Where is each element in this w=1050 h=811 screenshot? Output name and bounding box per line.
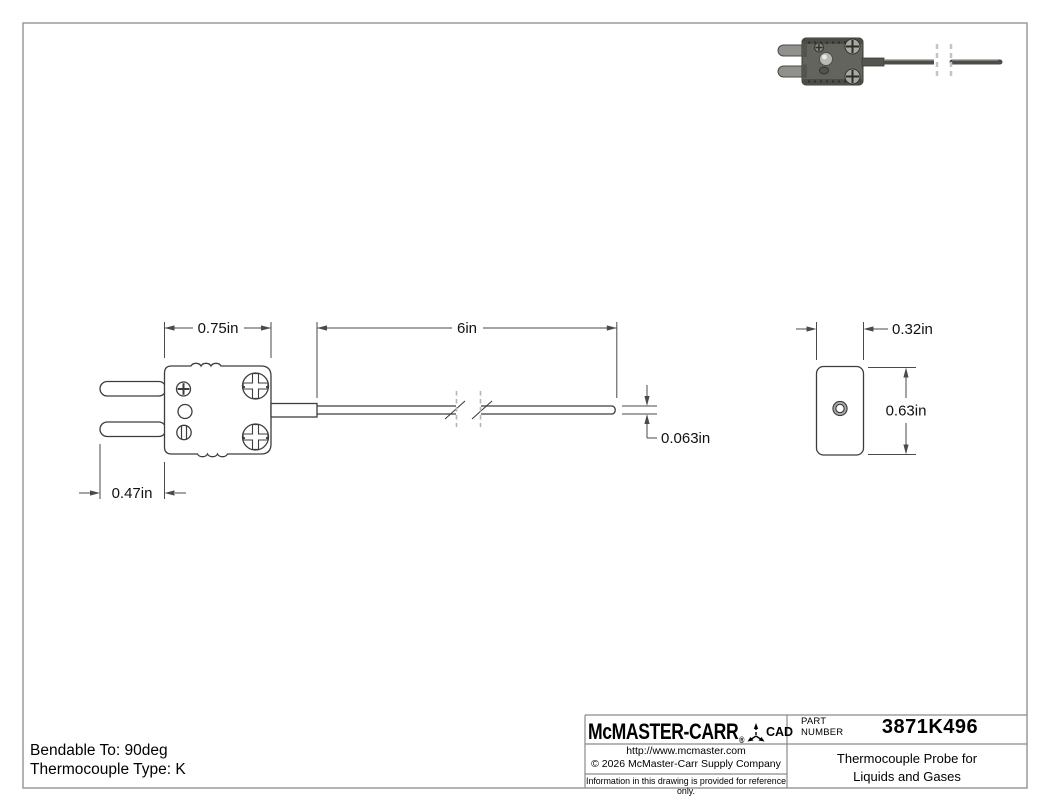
dimension-lines [79, 322, 916, 499]
break-tick-left [444, 400, 466, 420]
phillips-screw-top-cross [242, 373, 269, 399]
arrowhead [317, 325, 327, 331]
part-number: 3871K496 [881, 716, 979, 738]
front-view [99, 362, 616, 458]
cad-arrow-left [747, 737, 754, 742]
note-bendable: Bendable To: 90deg [30, 742, 168, 759]
photo-pin-notch-bottom [802, 64, 807, 78]
screw-dot [242, 385, 246, 389]
connector-pin-top [99, 380, 167, 397]
dim-end-height: 0.63in [886, 403, 927, 420]
product-photo [777, 37, 1003, 86]
cad-label: CAD [766, 725, 794, 739]
arrowhead [903, 367, 909, 378]
probe-ferrule [270, 402, 318, 418]
cad-arrow-right [758, 737, 765, 742]
dim-probe-diameter: 0.063in [661, 430, 710, 447]
dimension-labels: 0.75in 6in 0.47in 0.063in 0.32in 0.63in [112, 320, 933, 502]
registered-mark: ® [739, 735, 744, 745]
company-url: http://www.mcmaster.com [626, 745, 746, 757]
screw-dot [242, 436, 246, 440]
arrowhead [644, 414, 650, 424]
photo-center-highlight [822, 54, 827, 60]
break-tick-right [471, 400, 493, 420]
photo-pin-notch-top [802, 43, 807, 57]
dim-end-width: 0.32in [892, 321, 933, 338]
arrowhead [903, 444, 909, 455]
cad-arrow-up [753, 723, 759, 729]
arrowhead [164, 325, 175, 331]
part-number-label: PART NUMBER [801, 716, 844, 738]
screw-dot [265, 436, 269, 440]
dim-connector-width: 0.75in [198, 320, 239, 337]
description-line1: Thermocouple Probe for [836, 751, 978, 766]
arrowhead [164, 490, 175, 496]
probe-wire [317, 400, 616, 420]
page-border [22, 22, 1028, 789]
brand-logo: McMASTER-CARR® [588, 719, 744, 745]
arrowhead [90, 490, 100, 496]
dim-pin-length: 0.47in [112, 485, 153, 502]
part-label-line2: NUMBER [801, 726, 844, 738]
end-view-hole-ring [833, 402, 847, 415]
connector-pin-bottom [99, 421, 167, 438]
wire-segment-2 [481, 405, 616, 415]
arrowhead [806, 326, 817, 332]
photo-ferrule [861, 57, 885, 67]
arrowhead [644, 396, 650, 406]
cad-icon [747, 723, 765, 742]
screw-dot [265, 385, 269, 389]
arrowhead [606, 325, 617, 331]
description-line2: Liquids and Gases [853, 768, 961, 784]
dim-probe-length: 6in [457, 320, 477, 337]
brand-name: McMASTER-CARR [588, 719, 739, 744]
connector-hole [177, 403, 193, 420]
arrowhead [863, 326, 874, 332]
part-label-line1: PART [801, 716, 827, 727]
part-description: Thermocouple Probe for Liquids and Gases [787, 750, 1027, 785]
arrowhead [261, 325, 271, 331]
end-view-hole-inner [835, 403, 845, 414]
title-block-grid [584, 714, 1027, 788]
note-thermocouple-type: Thermocouple Type: K [30, 761, 186, 778]
disclaimer-text: Information in this drawing is provided … [586, 775, 786, 796]
slotted-screw-icon [176, 424, 192, 441]
photo-oval-detail [819, 66, 829, 75]
phillips-screw-bottom-cross [242, 424, 269, 450]
copyright-text: © 2026 McMaster-Carr Supply Company [591, 758, 781, 770]
end-view [815, 365, 865, 456]
drawing-notes: Bendable To: 90deg Thermocouple Type: K [30, 741, 186, 779]
